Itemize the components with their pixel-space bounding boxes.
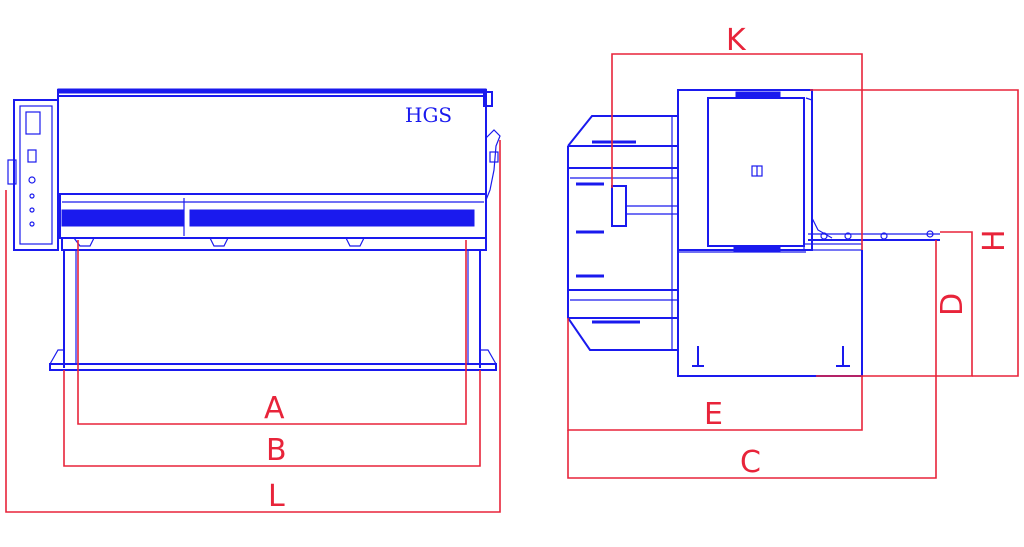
dimension-line-H: [810, 89, 1019, 377]
dimension-label-A: A: [264, 391, 285, 426]
dimension-line-C: [567, 240, 937, 479]
dimension-line-E: [567, 318, 863, 431]
dimension-line-A: [77, 240, 467, 425]
dimension-label-C: C: [740, 445, 761, 480]
dimension-line-L: [5, 140, 501, 513]
control-panel: [13, 99, 59, 251]
dimension-label-D: D: [935, 293, 970, 316]
brand-label: HGS: [405, 103, 452, 127]
dimension-line-B: [63, 370, 481, 467]
dimension-line-K: [611, 53, 863, 250]
side-body: [677, 89, 813, 251]
dimension-label-L: L: [268, 479, 285, 514]
front-dimensions: [5, 140, 501, 513]
dimension-label-H: H: [977, 229, 1012, 252]
side-dimensions: [567, 53, 1019, 479]
dimension-label-K: K: [726, 23, 747, 58]
side-view: [567, 89, 940, 377]
dimension-line-D: [816, 231, 973, 377]
front-view: [7, 88, 501, 371]
dimension-label-B: B: [266, 433, 287, 468]
dimension-label-E: E: [704, 397, 723, 432]
